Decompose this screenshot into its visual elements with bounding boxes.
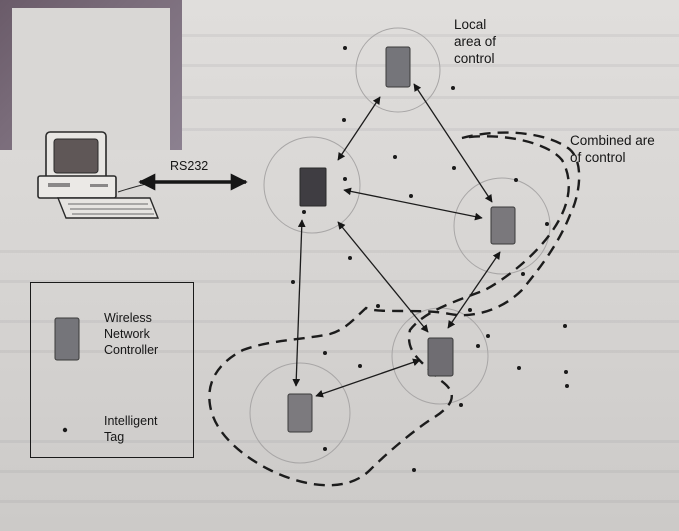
intelligent-tag-icon	[343, 177, 347, 181]
wireless-link-arrow	[413, 83, 493, 203]
intelligent-tag-icon	[291, 280, 295, 284]
intelligent-tag-icon	[517, 366, 521, 370]
legend-tag-dot	[62, 427, 68, 433]
desktop-computer-icon	[37, 131, 160, 219]
intelligent-tag-icon	[342, 118, 346, 122]
intelligent-tag-icon	[468, 308, 472, 312]
intelligent-tag-icon	[563, 324, 567, 328]
combined-area-boundary	[208, 131, 581, 487]
wireless-link-arrow	[343, 187, 483, 221]
intelligent-tag-icon	[323, 351, 327, 355]
intelligent-tag-icon	[564, 370, 568, 374]
wireless-controller-icon	[490, 206, 516, 245]
wireless-controller-icon	[427, 337, 454, 377]
corner-overlay	[0, 0, 182, 150]
wireless-link-arrow	[447, 251, 501, 329]
intelligent-tag-icon	[486, 334, 490, 338]
main-wireless-controller-icon	[299, 167, 327, 207]
wireless-link-arrow	[337, 96, 381, 161]
intelligent-tag-icon	[521, 272, 525, 276]
wireless-link-arrow	[315, 358, 421, 398]
wireless-link-arrow	[292, 219, 306, 387]
combined-area-label: Combined are of control	[570, 133, 655, 165]
legend-controller-label: Wireless Network Controller	[104, 311, 159, 357]
local-area-label: Local area of control	[454, 17, 497, 66]
intelligent-tag-icon	[358, 364, 362, 368]
local-area-circle	[263, 136, 361, 234]
intelligent-tag-icon	[451, 86, 455, 90]
legend-tag-label: Intelligent Tag	[104, 414, 158, 444]
local-area-circle	[355, 27, 441, 113]
wireless-controller-icon	[287, 393, 313, 433]
wireless-link-arrow	[337, 221, 429, 333]
intelligent-tag-icon	[409, 194, 413, 198]
legend-box	[30, 282, 194, 458]
intelligent-tag-icon	[323, 447, 327, 451]
intelligent-tag-icon	[476, 344, 480, 348]
intelligent-tag-icon	[514, 178, 518, 182]
intelligent-tag-icon	[393, 155, 397, 159]
intelligent-tag-icon	[545, 222, 549, 226]
intelligent-tag-icon	[348, 256, 352, 260]
rs232-label: RS232	[170, 159, 209, 173]
legend-controller-swatch	[54, 317, 80, 361]
intelligent-tag-icon	[452, 166, 456, 170]
intelligent-tag-icon	[565, 384, 569, 388]
intelligent-tag-icon	[343, 46, 347, 50]
intelligent-tag-icon	[302, 210, 306, 214]
intelligent-tag-icon	[459, 403, 463, 407]
wireless-controller-icon	[385, 46, 411, 88]
intelligent-tag-icon	[412, 468, 416, 472]
local-area-circle	[453, 177, 551, 275]
intelligent-tag-icon	[376, 304, 380, 308]
